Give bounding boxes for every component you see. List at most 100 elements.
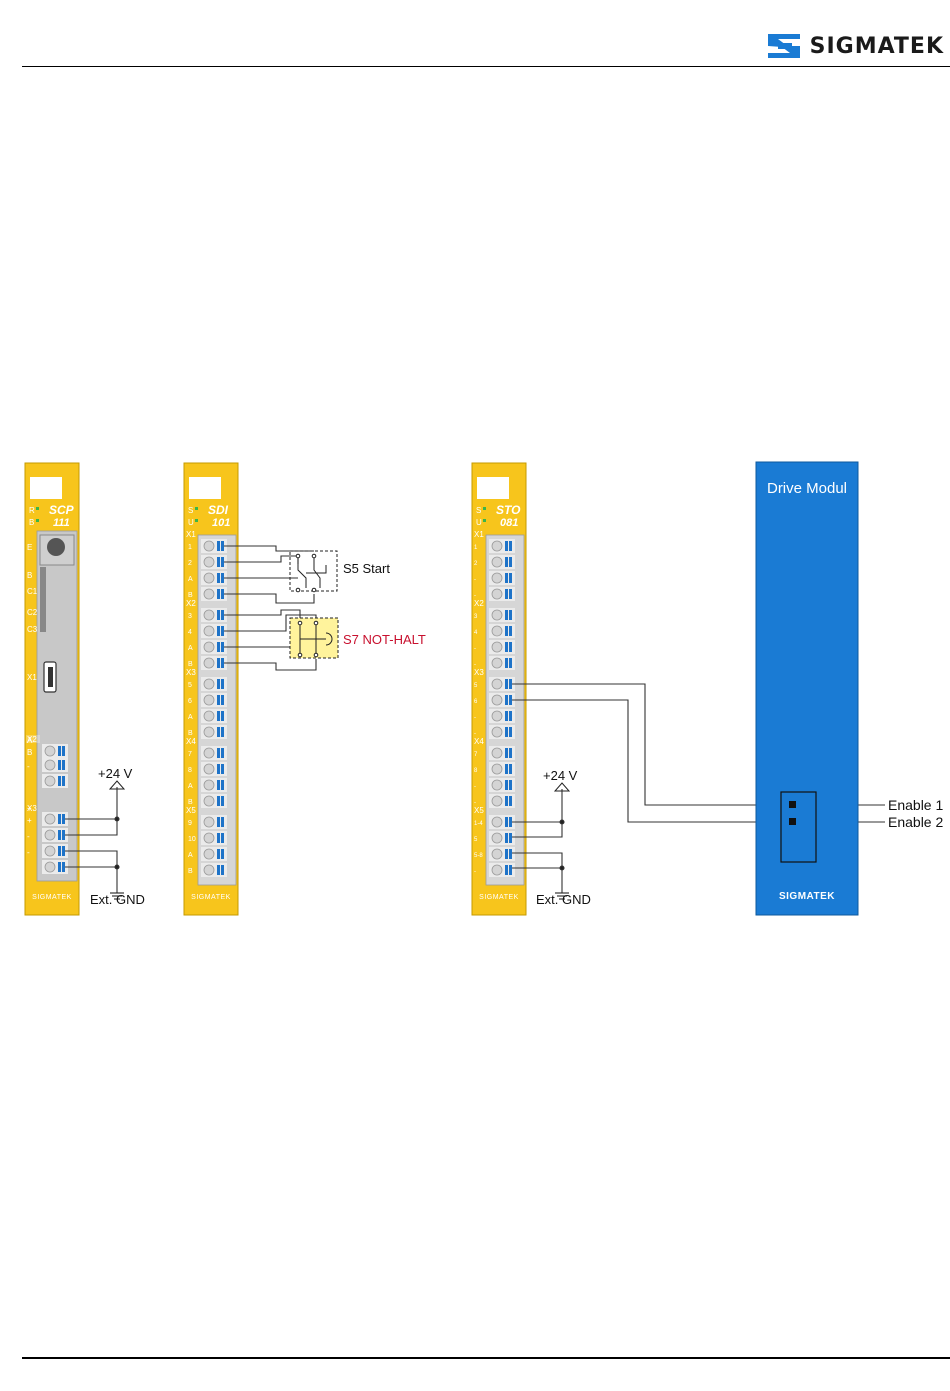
pin-label: B	[27, 748, 32, 757]
footer-rule	[22, 1357, 950, 1359]
pin-label: 7	[188, 751, 192, 758]
pin-label: B	[27, 571, 32, 580]
pin-label: A	[188, 852, 193, 859]
pin-label: -	[474, 869, 476, 875]
terminal	[489, 815, 515, 829]
group-label: X2	[186, 599, 196, 608]
terminal	[489, 847, 515, 861]
terminal	[489, 608, 515, 622]
terminal	[489, 677, 515, 691]
card-slot	[40, 567, 46, 632]
pin-label: -	[474, 715, 476, 721]
group-label-x2: X2	[27, 735, 37, 744]
pin-label: 2	[188, 560, 192, 567]
terminal	[489, 571, 515, 585]
wire-enable-1	[512, 683, 792, 806]
pin-label: +	[27, 804, 32, 813]
terminal	[42, 812, 68, 826]
group-label: X1	[186, 530, 196, 539]
terminal	[489, 863, 515, 877]
group-label: X2	[474, 599, 484, 608]
pin-label: A	[188, 714, 193, 721]
led-label: S	[476, 506, 481, 515]
terminal	[201, 587, 227, 601]
drive-footer-brand: SIGMATEK	[779, 891, 835, 902]
sigmatek-logo-icon	[767, 34, 800, 58]
switch-s7-not-halt	[289, 617, 339, 659]
wire-s7-b	[224, 659, 317, 671]
pin-label: -	[474, 646, 476, 652]
pin-label: 3	[188, 613, 192, 620]
pin-label: B	[188, 868, 193, 875]
pin-label: 7	[474, 752, 478, 758]
supply-arrow-2	[553, 782, 571, 792]
switch-s5-start	[289, 550, 338, 593]
led	[195, 519, 198, 522]
pin-label: -	[27, 832, 30, 841]
module-display	[30, 477, 62, 499]
terminal	[489, 624, 515, 638]
pin-label: -	[474, 577, 476, 583]
pin-label: C2	[27, 608, 38, 617]
pin-label: B	[188, 799, 193, 806]
wire-scp-24v-b	[65, 819, 118, 836]
led	[195, 507, 198, 510]
page-header: SIGMATEK	[0, 0, 950, 70]
terminal	[201, 847, 227, 861]
pin-label: -	[474, 662, 476, 668]
terminal	[489, 693, 515, 707]
led-label: R	[29, 506, 35, 515]
pin-label: +	[27, 816, 32, 825]
pin-label: 3	[474, 614, 478, 620]
pin-label: A	[188, 645, 193, 652]
pin-label: 2	[474, 561, 478, 567]
terminal	[201, 555, 227, 569]
terminal	[201, 746, 227, 760]
led	[483, 507, 486, 510]
pin-label: -	[474, 593, 476, 599]
label-s5-start: S5 Start	[343, 561, 390, 576]
pin-label: 1	[188, 544, 192, 551]
junction	[559, 865, 565, 871]
label-24v-sto: +24 V	[543, 768, 578, 783]
pin-label: E	[27, 543, 32, 552]
wire-scp-gnd	[65, 850, 118, 893]
pin-label: -	[474, 731, 476, 737]
wire-s7-1	[224, 609, 301, 619]
header-rule	[22, 66, 950, 67]
module-number: 101	[212, 517, 230, 529]
wire-sto-gnd	[512, 852, 563, 893]
pin-label: 5	[188, 682, 192, 689]
module-footer-brand: SIGMATEK	[191, 894, 231, 901]
terminal	[489, 555, 515, 569]
terminal	[489, 831, 515, 845]
terminal	[489, 656, 515, 670]
pin-label: 1	[474, 545, 478, 551]
pin-label: 8	[474, 768, 478, 774]
group-label: X4	[186, 737, 196, 746]
terminal	[201, 815, 227, 829]
enable-2-pin	[789, 818, 796, 825]
pin-label: 6	[474, 699, 478, 705]
supply-arrow-1	[108, 780, 126, 790]
terminal	[201, 693, 227, 707]
terminal	[201, 863, 227, 877]
wire-s7-2	[224, 614, 317, 632]
group-label: X1	[474, 530, 484, 539]
module-sto-081: STO081SUSIGMATEKX112--X234--X356--X478--…	[471, 462, 527, 916]
pin-label: -	[27, 762, 30, 771]
terminal	[42, 860, 68, 874]
terminal	[201, 640, 227, 654]
pin-label: 6	[188, 698, 192, 705]
terminal	[201, 725, 227, 739]
wire-enable-2	[512, 699, 792, 823]
pin-label: X1	[27, 673, 37, 682]
terminal	[201, 571, 227, 585]
pin-label: 8	[188, 767, 192, 774]
pin-label: -	[474, 800, 476, 806]
reset-button	[47, 538, 65, 556]
led-label: U	[188, 518, 194, 527]
enable-1-pin	[789, 801, 796, 808]
terminal	[201, 539, 227, 553]
